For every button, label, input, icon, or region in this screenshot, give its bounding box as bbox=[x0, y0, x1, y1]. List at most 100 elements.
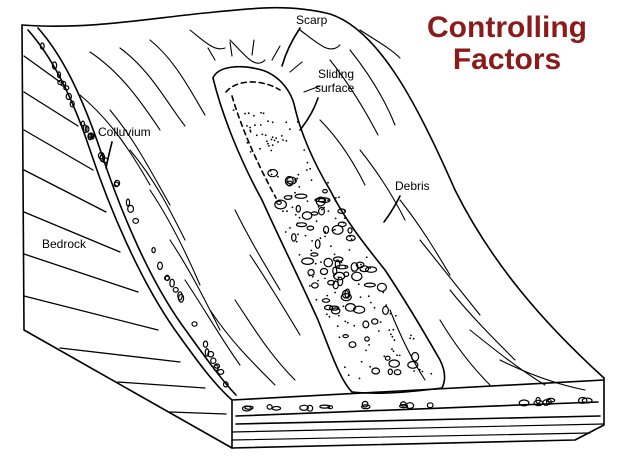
debris-dot bbox=[298, 186, 301, 188]
debris-dot bbox=[326, 313, 328, 316]
debris-dot bbox=[295, 240, 298, 243]
colluvium-clast bbox=[125, 198, 131, 207]
title-line-1: Controlling bbox=[427, 11, 587, 44]
debris-dot bbox=[315, 298, 318, 301]
debris-dot bbox=[344, 266, 347, 268]
debris-dot bbox=[306, 200, 309, 203]
debris-clast bbox=[294, 193, 308, 199]
debris-clast bbox=[340, 293, 352, 302]
debris-dot bbox=[348, 249, 351, 251]
debris-clast bbox=[310, 252, 319, 257]
debris-dot bbox=[280, 135, 283, 137]
debris-dot bbox=[285, 140, 288, 142]
debris-dot bbox=[346, 321, 349, 324]
debris-dot bbox=[309, 167, 312, 170]
debris-dot bbox=[277, 141, 279, 143]
debris-dot bbox=[289, 128, 291, 131]
debris-clast bbox=[350, 262, 359, 272]
debris-dot bbox=[337, 281, 339, 283]
debris-clast bbox=[371, 318, 379, 325]
debris-dot bbox=[360, 360, 363, 363]
label-bedrock: Bedrock bbox=[42, 237, 87, 251]
label-debris: Debris bbox=[395, 179, 430, 193]
debris-dot bbox=[330, 245, 332, 248]
debris-dot bbox=[369, 365, 372, 368]
debris-dot bbox=[398, 354, 401, 357]
debris-clast bbox=[337, 208, 347, 215]
debris-dot bbox=[311, 240, 313, 242]
debris-dot bbox=[304, 234, 307, 237]
colluvium-clast bbox=[132, 217, 140, 224]
debris-clast bbox=[351, 271, 363, 282]
debris-leader bbox=[383, 195, 401, 223]
debris-clast bbox=[365, 266, 378, 273]
debris-dot bbox=[351, 270, 354, 272]
debris-dot bbox=[360, 263, 362, 266]
debris-clast bbox=[274, 199, 288, 210]
debris-dot bbox=[296, 177, 299, 180]
debris-clast bbox=[364, 336, 370, 342]
debris-dot bbox=[350, 238, 353, 241]
debris-dot bbox=[282, 210, 284, 213]
debris-clast bbox=[321, 298, 331, 303]
colluvium-clast bbox=[169, 278, 175, 288]
debris-clast bbox=[306, 225, 315, 231]
debris-dot bbox=[334, 228, 336, 231]
debris-clast bbox=[363, 282, 376, 288]
debris-clast bbox=[388, 359, 400, 368]
debris-clast bbox=[319, 267, 329, 276]
debris-clast bbox=[284, 175, 294, 187]
debris-dot bbox=[391, 335, 394, 338]
front-colluvium-clast bbox=[266, 404, 273, 410]
debris-dot bbox=[284, 231, 287, 233]
debris-dot bbox=[270, 149, 273, 152]
front-colluvium-clast bbox=[533, 399, 544, 407]
debris-clast bbox=[323, 257, 334, 268]
debris-clast bbox=[307, 268, 315, 277]
front-colluvium-clast bbox=[244, 405, 254, 410]
debris-dot bbox=[308, 274, 311, 277]
scarp-radiating-marks bbox=[207, 39, 321, 93]
debris-clast bbox=[318, 197, 331, 204]
debris-dot bbox=[413, 370, 415, 372]
debris-dot bbox=[291, 206, 294, 209]
debris-dot bbox=[294, 180, 297, 182]
debris-dot bbox=[338, 196, 340, 199]
debris-dot bbox=[297, 233, 299, 236]
colluvium-clast bbox=[88, 132, 94, 139]
debris-clast bbox=[314, 239, 321, 249]
colluvium-clast bbox=[213, 363, 221, 369]
debris-dot bbox=[333, 274, 335, 277]
debris-dot bbox=[271, 136, 274, 139]
label-scarp: Scarp bbox=[296, 13, 328, 27]
front-colluvium-clast bbox=[399, 403, 409, 409]
front-bedrock-line bbox=[235, 415, 601, 425]
colluvium-clast bbox=[69, 100, 75, 108]
debris-dot bbox=[294, 191, 296, 194]
debris-dot bbox=[255, 134, 258, 137]
debris-dot bbox=[249, 151, 252, 153]
debris-dot bbox=[328, 315, 331, 318]
debris-dot bbox=[296, 222, 299, 225]
debris-dot bbox=[315, 220, 318, 223]
colluvium-outer-line bbox=[37, 27, 237, 396]
debris-clast bbox=[345, 234, 356, 242]
colluvium-clast bbox=[51, 61, 58, 70]
colluvium-clast bbox=[217, 368, 225, 375]
debris-dot bbox=[254, 124, 256, 127]
debris-clast bbox=[283, 195, 293, 200]
debris-dot bbox=[344, 320, 347, 323]
colluvium-clast bbox=[57, 79, 64, 86]
debris-clast bbox=[323, 304, 334, 311]
colluvium-clast bbox=[191, 321, 198, 327]
debris-dot bbox=[368, 344, 370, 346]
debris-dot bbox=[246, 141, 249, 144]
debris-clast bbox=[315, 196, 326, 207]
debris-dot bbox=[333, 253, 336, 256]
front-colluvium-clast bbox=[546, 397, 556, 403]
debris-dot bbox=[324, 277, 326, 280]
debris-dot bbox=[334, 200, 337, 202]
scarp-outline bbox=[212, 65, 296, 109]
colluvium-clast bbox=[151, 247, 156, 254]
debris-clast bbox=[362, 320, 370, 329]
